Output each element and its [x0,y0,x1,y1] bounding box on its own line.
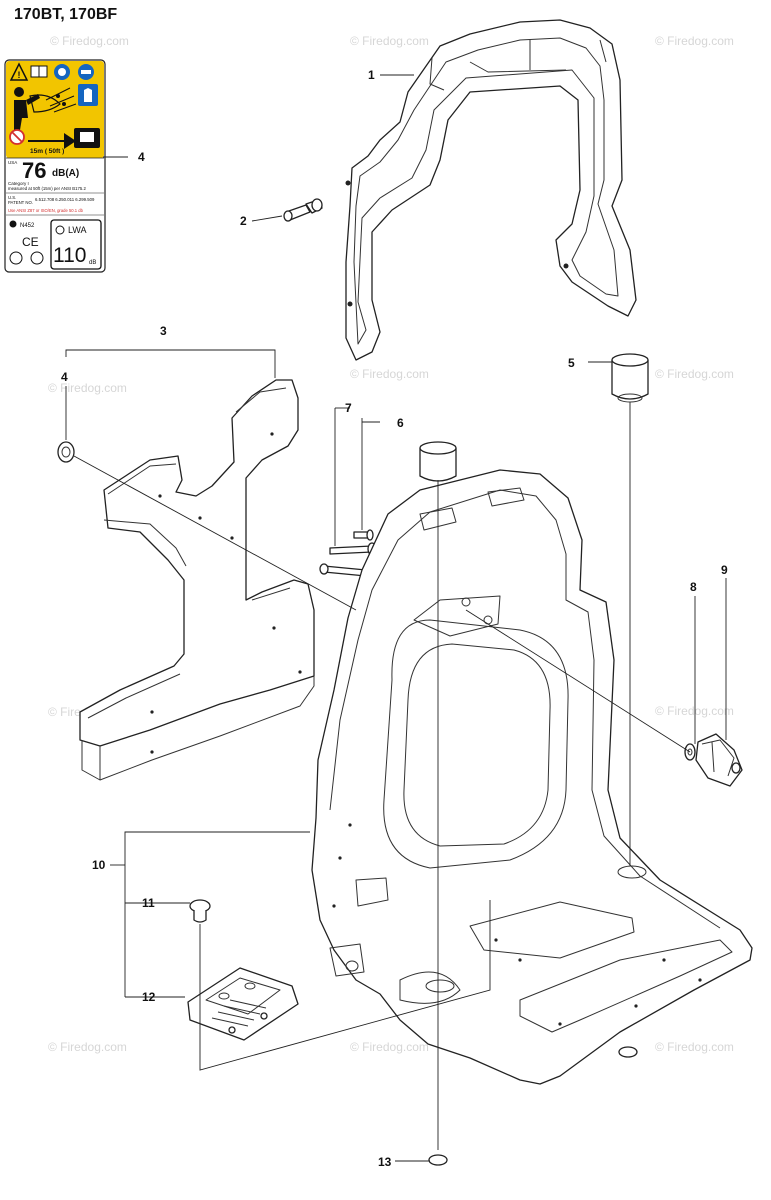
watermark: © Firedog.com [350,367,429,381]
damper-part [695,733,743,787]
category-line2: measured at 50ft (15m) per ANSI B175.2 [8,186,86,191]
lwa-value: 110 [53,244,86,267]
diagram-title: 170BT, 170BF [14,6,118,23]
ear-protection-line: Use ANSI Z87 or ISO/EN, grade 50.1 db [8,208,84,213]
label-disc-part [57,441,75,463]
callout-4: 4 [61,370,68,384]
lwa-label: LWA [68,225,87,235]
callout-labels: 1 2 3 4 4 5 6 7 8 9 10 11 12 13 [61,68,728,1169]
watermark: © Firedog.com [350,34,429,48]
patent-numbers: 6.512.708 6.250.011 6.299.509 [35,197,95,202]
back-frame-part [345,19,637,361]
noise-unit: dB(A) [52,168,79,179]
operator-figure-icon [14,87,77,130]
pad-part [187,967,299,1041]
callout-9: 9 [721,563,728,577]
noise-value: 76 [22,158,46,183]
certification-icon [9,251,23,265]
isolator-lower-part [419,441,457,482]
callout-7: 7 [345,401,352,415]
ce-mark: CE [22,235,39,249]
callout-4: 4 [138,150,145,164]
watermark: © Firedog.com [48,381,127,395]
svg-text:!: ! [18,70,21,80]
warning-triangle-icon [9,62,29,81]
watermark: © Firedog.com [655,1040,734,1054]
distance-text: 15m ( 50ft ) [30,148,64,155]
certification-icon [30,251,44,265]
patent-line2: PATENT NO. [8,200,33,205]
backplate-frame-part [311,469,753,1085]
callout-12: 12 [142,990,156,1004]
plug-part [189,899,211,923]
safety-label-decal: ! 15m ( 50ft ) USA 76 dB(A) [4,59,106,273]
category-line1: Category I [8,181,29,186]
usa-prefix: USA [8,160,17,165]
watermark: © Firedog.com [655,34,734,48]
screw-part [283,198,323,222]
watermark: © Firedog.com [48,1040,127,1054]
callout-11: 11 [142,896,155,910]
gear-symbol-icon [9,220,17,228]
isolator-upper-part [611,353,649,410]
callout-1: 1 [368,68,375,82]
callout-6: 6 [397,416,404,430]
leader-lines [65,74,727,1162]
callout-10: 10 [92,858,106,872]
back-pad-part [79,379,315,781]
watermark: © Firedog.com [655,367,734,381]
callout-13: 13 [378,1155,392,1169]
grommet-part [428,1046,638,1166]
callout-2: 2 [240,214,247,228]
watermark: © Firedog.com [655,704,734,718]
callout-5: 5 [568,356,575,370]
patent-line1: U.S. [8,195,16,200]
nr-code: N452 [20,223,35,229]
sound-icon [55,225,65,235]
callout-8: 8 [690,580,697,594]
watermark: © Firedog.com [50,34,129,48]
watermark: © Firedog.com [350,1040,429,1054]
lwa-unit: dB [89,260,96,266]
callout-3: 3 [160,324,167,338]
